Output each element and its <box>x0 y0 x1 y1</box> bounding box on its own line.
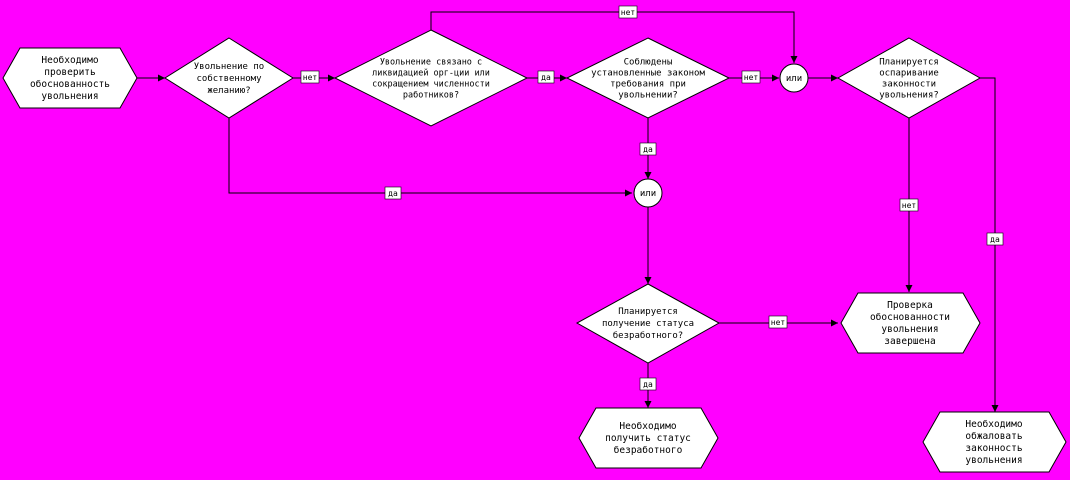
svg-text:нет: нет <box>303 73 318 82</box>
node-text-line: установленные законом <box>591 69 705 79</box>
edge-label-yes-dispute: да <box>986 232 1004 246</box>
node-text-line: Необходимо <box>619 421 676 432</box>
node-text-line: требования при <box>610 79 686 90</box>
node-text-line: Проверка <box>887 300 933 311</box>
node-text-line: Соблюдены <box>624 57 673 68</box>
or-connector-middle: или <box>633 178 663 208</box>
svg-text:или: или <box>786 74 802 84</box>
svg-text:да: да <box>541 73 551 82</box>
edge-label-no-loop: нет <box>618 5 638 19</box>
node-text-line: получить статус <box>605 433 691 444</box>
svg-text:да: да <box>643 145 653 154</box>
node-text-line: сокращением численности <box>372 80 490 90</box>
node-text-line: законность <box>965 443 1022 454</box>
svg-text:нет: нет <box>771 318 786 327</box>
svg-text:нет: нет <box>902 201 917 210</box>
edge-own-wish-yes <box>228 118 632 197</box>
node-text-line: безработного? <box>613 330 683 341</box>
svg-text:да: да <box>388 189 398 198</box>
node-text-line: безработного <box>614 445 683 456</box>
node-text-line: Необходимо <box>965 419 1022 430</box>
svg-text:да: да <box>643 380 653 389</box>
edge-liquidation-no-loop <box>430 11 798 63</box>
node-text-line: оспаривание <box>879 69 939 79</box>
node-text-line: увольнения <box>41 91 98 102</box>
edge-label-yes-requirements: да <box>639 142 657 156</box>
node-text-line: Увольнение связано с <box>380 58 482 68</box>
node-text-line: получение статуса <box>602 319 694 329</box>
edge-label-no-unemployed: нет <box>768 315 788 329</box>
node-text-line: работников? <box>403 90 459 101</box>
node-text-line: Планируется <box>618 307 678 317</box>
edge-label-no-dispute: нет <box>899 198 919 212</box>
node-text-line: обжаловать <box>965 431 1022 442</box>
node-text-line: законности <box>882 80 936 90</box>
or-connector-top: или <box>779 63 809 93</box>
node-text-line: увольнении? <box>618 91 678 101</box>
connectors <box>137 11 999 412</box>
node-text-line: завершена <box>884 336 935 347</box>
svg-text:нет: нет <box>621 8 636 17</box>
node-text-line: увольнения <box>881 324 938 335</box>
svg-text:нет: нет <box>744 73 759 82</box>
svg-text:или: или <box>640 189 656 199</box>
node-text-line: увольнения? <box>879 91 939 101</box>
node-text-line: Увольнение по <box>194 62 264 72</box>
node-text-line: обоснованности <box>870 312 950 323</box>
node-text-line: Необходимо <box>41 55 98 66</box>
node-text-line: увольнения <box>965 455 1022 466</box>
node-text-line: собственному <box>196 73 262 84</box>
node-text-line: ликвидацией орг-ции или <box>372 69 490 79</box>
node-text-line: желанию? <box>207 86 250 96</box>
edge-label-yes-unemployed: да <box>639 377 657 391</box>
edge-label-no-own-wish: нет <box>300 70 320 84</box>
edge-label-yes-liquidation: да <box>537 70 555 84</box>
node-text-line: Планируется <box>879 58 939 68</box>
svg-text:да: да <box>990 235 1000 244</box>
edge-label-yes-own-wish: да <box>384 186 402 200</box>
node-text-line: проверить <box>44 67 96 78</box>
edge-dispute-yes <box>980 77 999 412</box>
edge-label-no-requirements: нет <box>741 70 761 84</box>
node-text-line: обоснованность <box>30 79 110 90</box>
